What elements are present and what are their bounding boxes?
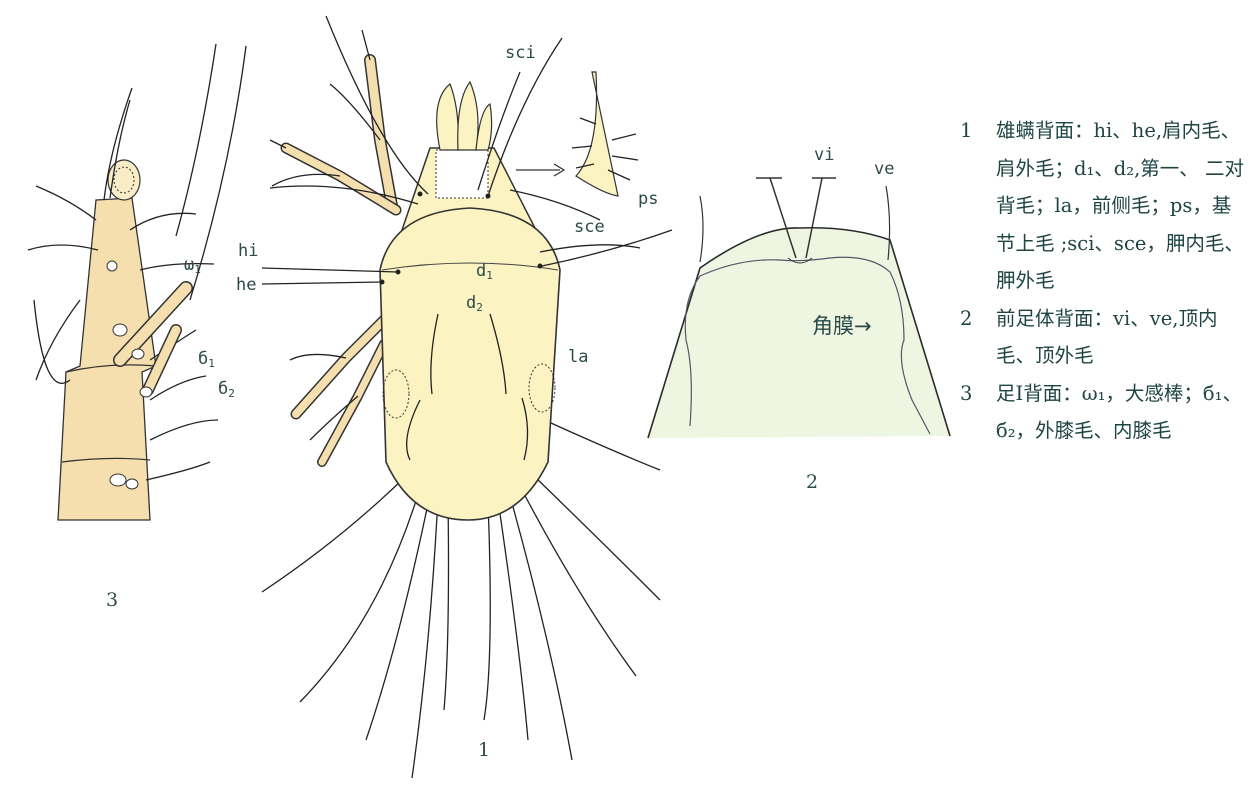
label-la: la bbox=[568, 347, 588, 367]
panel-1-number: 1 bbox=[478, 739, 490, 761]
legend-item-3: 3 足Ⅰ背面：ω₁，大感棒；б₁、б₂，外膝毛、内膝毛 bbox=[960, 375, 1250, 450]
panel-3-number: 3 bbox=[106, 589, 118, 611]
legend-number: 2 bbox=[960, 306, 973, 330]
legend-item-2: 2 前足体背面：vi、ve,顶内毛、顶外毛 bbox=[960, 300, 1250, 375]
legend-item-1: 1 雄螨背面：hi、he,肩内毛、肩外毛；d₁、d₂,第一、 二对背毛；la，前… bbox=[960, 112, 1250, 300]
label-sce: sce bbox=[574, 217, 605, 237]
panel-2-number: 2 bbox=[806, 471, 818, 493]
label-hi: hi bbox=[238, 241, 258, 261]
label-d2: d2 bbox=[466, 293, 483, 314]
legend-number: 1 bbox=[960, 119, 973, 142]
panel-1-mite: sci sce ps hi he d1 d2 la 1 bbox=[236, 15, 673, 779]
panel-3-leg: ω1 б1 б2 3 bbox=[27, 43, 247, 611]
legend-text: 前足体背面：vi、ve,顶内毛、顶外毛 bbox=[996, 306, 1218, 368]
label-ve: ve bbox=[874, 159, 894, 179]
figure-legend: 1 雄螨背面：hi、he,肩内毛、肩外毛；d₁、d₂,第一、 二对背毛；la，前… bbox=[960, 112, 1250, 450]
label-sigma2: б2 bbox=[218, 379, 235, 400]
legend-text: 雄螨背面：hi、he,肩内毛、肩外毛；d₁、d₂,第一、 二对背毛；la，前侧毛… bbox=[996, 119, 1244, 292]
legend-number: 3 bbox=[960, 381, 973, 405]
label-ps: ps bbox=[638, 189, 658, 209]
label-sigma1: б1 bbox=[198, 349, 215, 370]
label-vi: vi bbox=[814, 145, 834, 165]
label-omega1: ω1 bbox=[184, 255, 201, 276]
legend-text: 足Ⅰ背面：ω₁，大感棒；б₁、б₂，外膝毛、内膝毛 bbox=[996, 381, 1242, 443]
label-d1: d1 bbox=[476, 261, 493, 282]
label-cornea: 角膜→ bbox=[812, 314, 872, 338]
label-sci: sci bbox=[505, 43, 536, 63]
label-he: he bbox=[236, 275, 256, 295]
panel-2-propodosoma: vi ve 角膜→ 2 bbox=[647, 145, 951, 493]
